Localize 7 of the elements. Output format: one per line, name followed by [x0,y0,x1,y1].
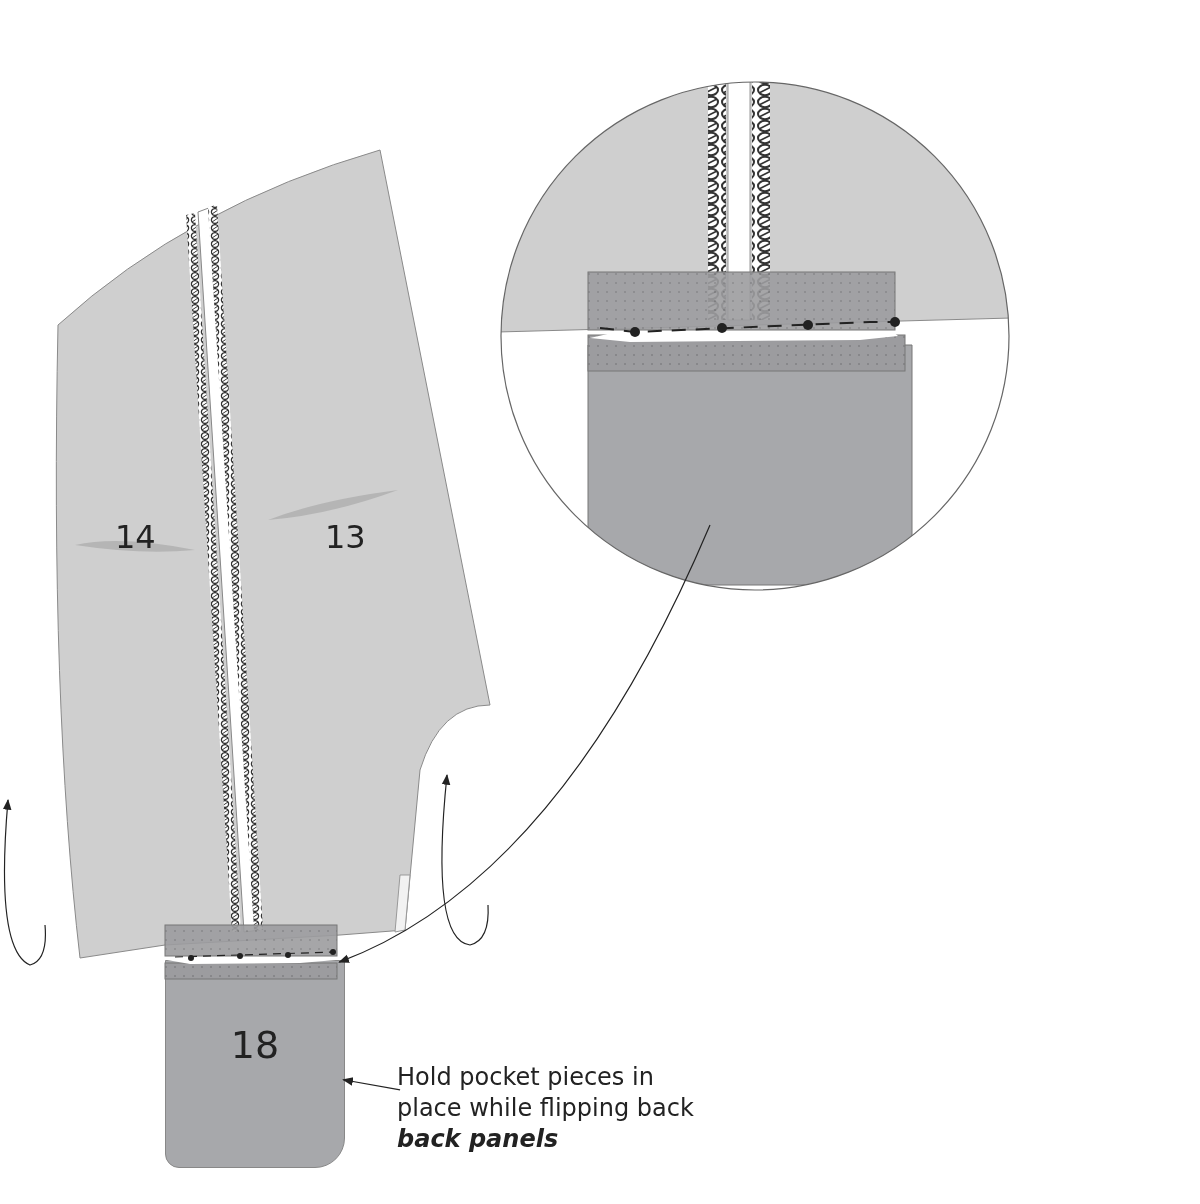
piece-number: 13 [325,518,366,556]
instruction-text: Hold pocket pieces in place while flipping back back panels [397,1062,707,1155]
arrow [338,524,711,963]
piece-number: 14 [115,518,156,556]
arrow [342,1077,401,1091]
piece-number: 18 [229,1023,281,1067]
pocket-piece [165,960,345,1168]
